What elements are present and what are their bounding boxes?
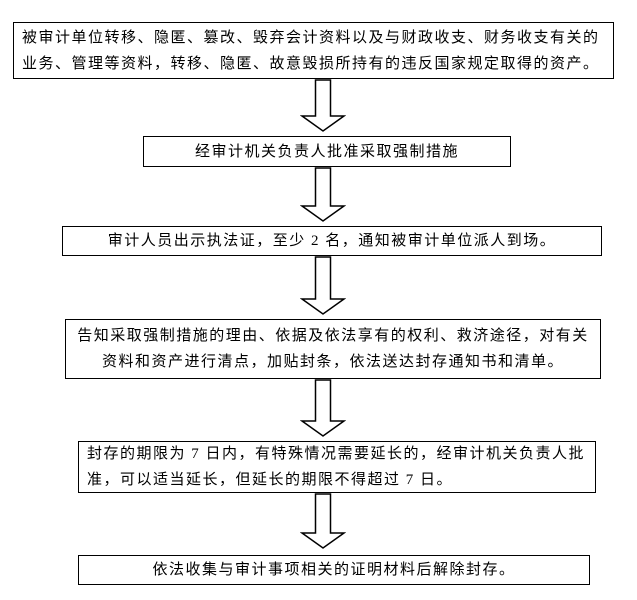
flow-step-show-credentials: 审计人员出示执法证，至少 2 名，通知被审计单位派人到场。 [62, 226, 602, 256]
down-arrow-icon [299, 493, 347, 549]
flow-step-notify-and-seal: 告知采取强制措施的理由、依据及依法享有的权利、救济途径，对有关 资料和资产进行清… [65, 319, 601, 379]
flow-step-seal-time-limit: 封存的期限为 7 日内，有特殊情况需要延长的，经审计机关负责人批 准，可以适当延… [78, 441, 596, 493]
down-arrow-icon [299, 167, 347, 222]
flow-step-text: 资料和资产进行清点，加贴封条，依法送达封存通知书和清单。 [101, 354, 564, 370]
flow-step-text: 准，可以适当延长，但延长的期限不得超过 7 日。 [87, 472, 454, 488]
flow-step-release-seal: 依法收集与审计事项相关的证明材料后解除封存。 [78, 555, 590, 585]
flow-step-text: 经审计机关负责人批准采取强制措施 [194, 143, 459, 160]
flow-step-text: 审计人员出示执法证，至少 2 名，通知被审计单位派人到场。 [107, 233, 557, 249]
flow-step-approval: 经审计机关负责人批准采取强制措施 [143, 136, 511, 167]
flow-step-text: 封存的期限为 7 日内，有特殊情况需要延长的，经审计机关负责人批 [87, 446, 586, 462]
down-arrow-icon [299, 379, 347, 437]
flow-step-text: 被审计单位转移、隐匿、篡改、毁弃会计资料以及与财政收支、财务收支有关的 [22, 29, 600, 46]
flow-step-text: 告知采取强制措施的理由、依据及依法享有的权利、救济途径，对有关 [77, 328, 589, 344]
flow-step-triggering-conduct: 被审计单位转移、隐匿、篡改、毁弃会计资料以及与财政收支、财务收支有关的 业务、管… [13, 22, 614, 79]
down-arrow-icon [299, 79, 347, 132]
flow-step-text: 依法收集与审计事项相关的证明材料后解除封存。 [152, 562, 516, 578]
down-arrow-icon [299, 256, 347, 315]
flow-step-text: 业务、管理等资料，转移、隐匿、故意毁损所持有的违反国家规定取得的资产。 [22, 55, 600, 72]
